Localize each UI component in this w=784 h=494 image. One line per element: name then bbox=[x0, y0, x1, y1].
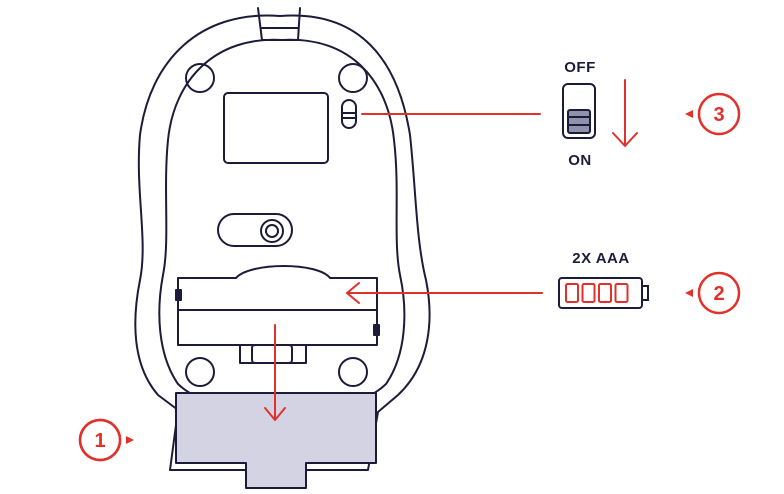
step-3-number: 3 bbox=[713, 104, 724, 126]
mouse-top-notch-left bbox=[257, 7, 301, 41]
battery-cell bbox=[565, 283, 579, 303]
step-1-number: 1 bbox=[94, 430, 105, 452]
mouse-battery-compartment bbox=[175, 265, 380, 364]
battery-cell bbox=[614, 283, 629, 303]
mouse-optical-sensor bbox=[217, 213, 293, 247]
battery-cell bbox=[581, 283, 596, 303]
cover-removal-arrow bbox=[264, 324, 286, 421]
mouse-outer-shell bbox=[134, 14, 431, 471]
mouse-foot-bottom-right bbox=[338, 357, 368, 387]
battery-icon bbox=[558, 277, 649, 309]
switch-on-label: ON bbox=[568, 152, 592, 169]
step-2-number: 2 bbox=[713, 283, 724, 305]
mouse-underside bbox=[134, 7, 431, 471]
step-3-badge: 3 bbox=[685, 92, 741, 136]
mouse-foot-top-right bbox=[338, 63, 368, 93]
mouse-foot-bottom-left bbox=[185, 357, 215, 387]
mouse-label-plate bbox=[223, 92, 329, 164]
battery-type-label: 2X AAA bbox=[572, 250, 629, 267]
mouse-power-switch bbox=[341, 99, 357, 129]
arrow-down-icon bbox=[612, 79, 638, 147]
mouse-foot-top-left bbox=[185, 63, 215, 93]
step-1-badge: 1 bbox=[78, 418, 134, 462]
battery-cells bbox=[565, 283, 629, 303]
slide-switch-icon bbox=[562, 83, 596, 139]
battery-insert-arrow bbox=[346, 282, 543, 304]
step-2-badge: 2 bbox=[685, 271, 741, 315]
battery-cell bbox=[598, 283, 612, 303]
battery-cover bbox=[175, 392, 377, 489]
switch-off-label: OFF bbox=[564, 59, 596, 76]
